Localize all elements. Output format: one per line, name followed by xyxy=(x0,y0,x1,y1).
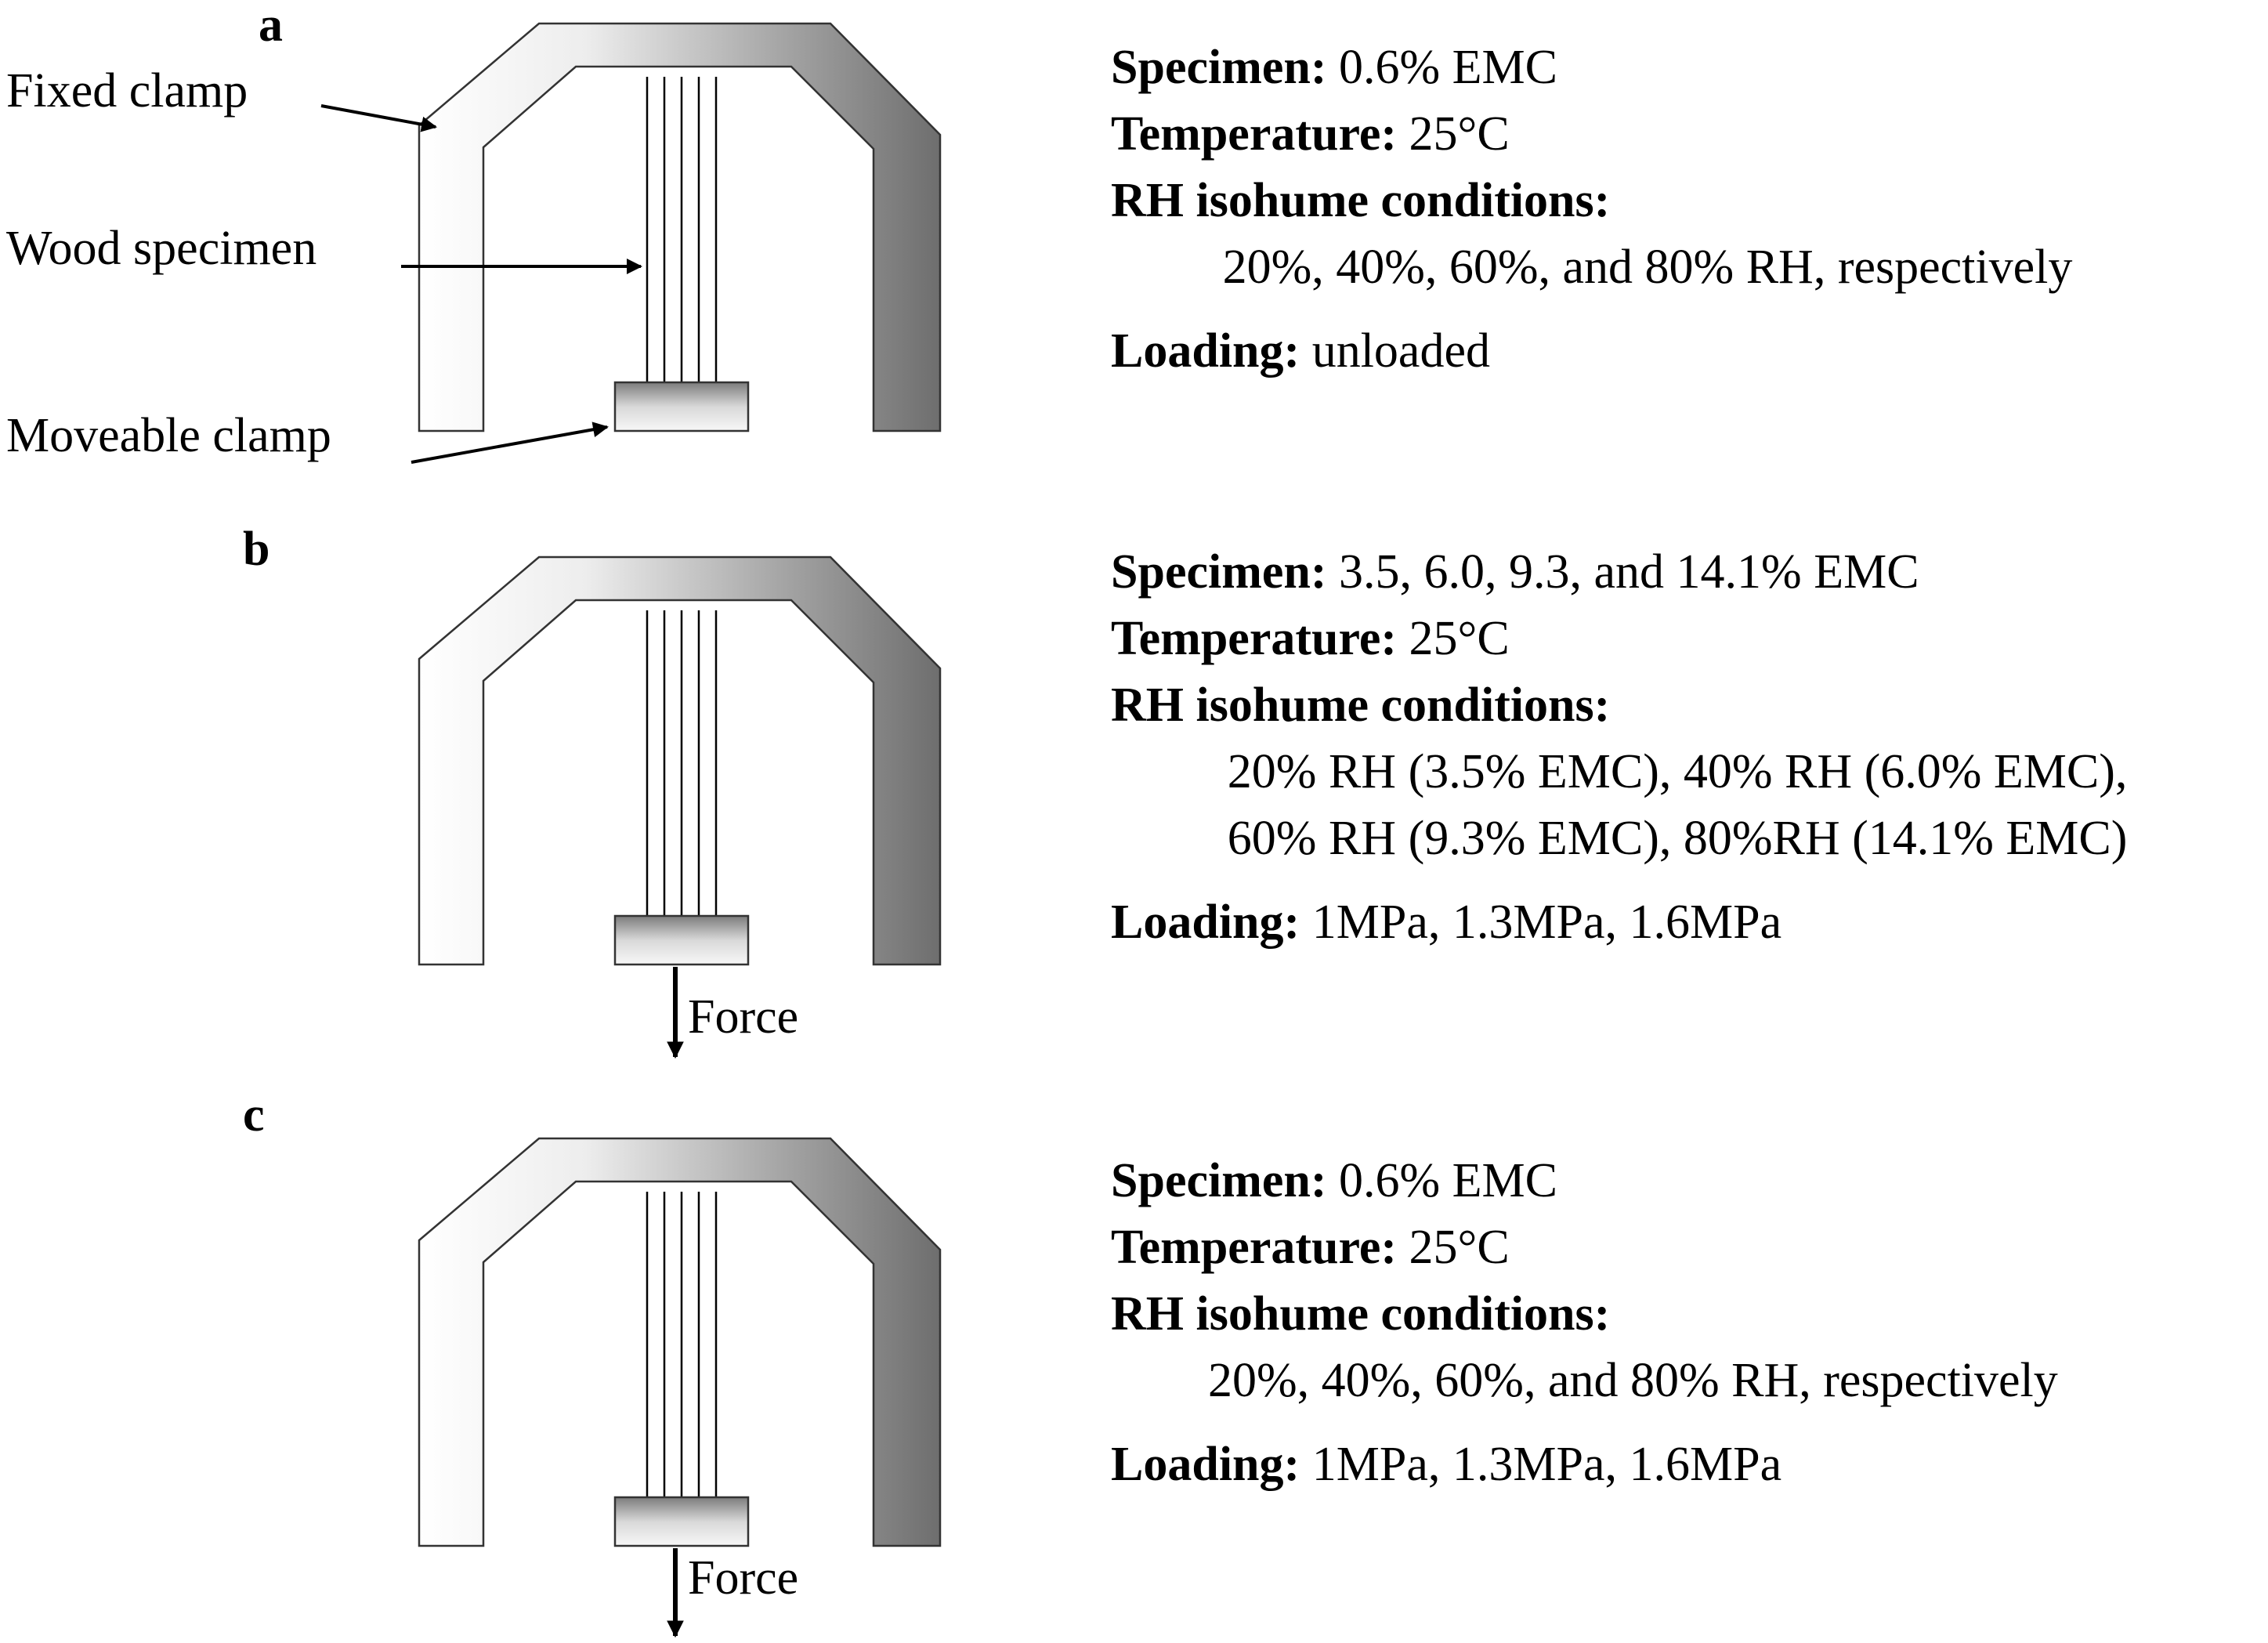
loading-value: 1MPa, 1.3MPa, 1.6MPa xyxy=(1311,896,1782,949)
rh-key: RH isohume conditions: xyxy=(1111,174,1611,227)
moveable-clamp-label: Moveable clamp xyxy=(6,409,331,462)
force-label: Force xyxy=(688,990,798,1044)
temperature-key: Temperature: xyxy=(1111,107,1398,161)
temperature-value: 25°C xyxy=(1409,1221,1510,1274)
fixed-clamp-label: Fixed clamp xyxy=(6,64,248,118)
moveable-clamp xyxy=(613,914,750,966)
panel-a-diagram: a Fixed clamp Wood specimen Moveable cla… xyxy=(6,0,942,464)
loading-value: unloaded xyxy=(1311,324,1490,378)
rh-key: RH isohume conditions: xyxy=(1111,679,1611,732)
temperature-value: 25°C xyxy=(1409,107,1510,161)
moveable-clamp xyxy=(613,1496,750,1547)
specimen-key: Specimen: xyxy=(1111,1154,1327,1207)
specimen-value: 0.6% EMC xyxy=(1339,41,1558,94)
specimen-value: 0.6% EMC xyxy=(1339,1154,1558,1207)
loading-value: 1MPa, 1.3MPa, 1.6MPa xyxy=(1311,1438,1782,1491)
panel-a-conditions: Specimen: 0.6% EMC Temperature: 25°C RH … xyxy=(1111,34,2072,385)
rh-line: 20%, 40%, 60%, and 80% RH, respectively xyxy=(1208,1354,2058,1407)
temperature-value: 25°C xyxy=(1409,612,1510,665)
wood-specimen xyxy=(646,610,718,917)
fixed-clamp xyxy=(418,1137,942,1547)
temperature-key: Temperature: xyxy=(1111,612,1398,665)
specimen-key: Specimen: xyxy=(1111,41,1327,94)
moveable-clamp xyxy=(613,381,750,432)
panel-label: c xyxy=(243,1088,265,1142)
fixed-clamp xyxy=(418,22,942,432)
loading-key: Loading: xyxy=(1111,324,1300,378)
panel-label: a xyxy=(259,0,283,52)
panel-c-diagram: c Force xyxy=(243,1088,942,1638)
moveable-clamp-arrow xyxy=(411,422,609,464)
wood-specimen xyxy=(646,1192,718,1499)
wood-specimen xyxy=(646,77,718,384)
panel-c-conditions: Specimen: 0.6% EMC Temperature: 25°C RH … xyxy=(1111,1148,2058,1498)
specimen-value: 3.5, 6.0, 9.3, and 14.1% EMC xyxy=(1339,545,1919,599)
specimen-key: Specimen: xyxy=(1111,545,1327,599)
temperature-key: Temperature: xyxy=(1111,1221,1398,1274)
loading-key: Loading: xyxy=(1111,1438,1300,1491)
panel-label: b xyxy=(243,523,269,576)
loading-key: Loading: xyxy=(1111,896,1300,949)
panel-b-diagram: b Force xyxy=(243,523,942,1059)
fixed-clamp xyxy=(418,556,942,966)
rh-line: 20%, 40%, 60%, and 80% RH, respectively xyxy=(1222,241,2073,294)
panel-b-conditions: Specimen: 3.5, 6.0, 9.3, and 14.1% EMC T… xyxy=(1111,539,2127,956)
wood-specimen-label: Wood specimen xyxy=(6,222,317,275)
rh-line: 60% RH (9.3% EMC), 80%RH (14.1% EMC) xyxy=(1227,812,2128,865)
rh-line: 20% RH (3.5% EMC), 40% RH (6.0% EMC), xyxy=(1227,745,2128,798)
fixed-clamp-arrow xyxy=(320,104,437,132)
rh-key: RH isohume conditions: xyxy=(1111,1287,1611,1341)
force-label: Force xyxy=(688,1551,798,1605)
